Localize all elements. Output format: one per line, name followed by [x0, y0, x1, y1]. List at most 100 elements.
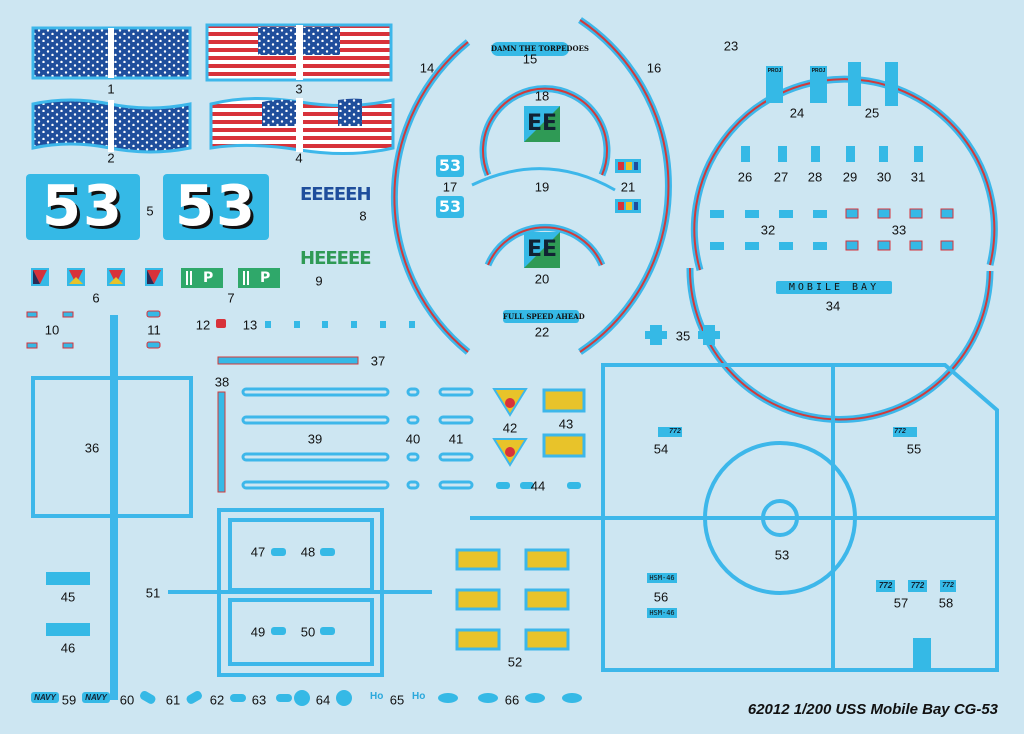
- label-60: 60: [119, 692, 135, 708]
- decal-marks-32-33: [710, 208, 954, 251]
- decal-marks-26-31: [741, 146, 923, 162]
- p-plate-7a: P: [203, 270, 214, 286]
- proj-label-24a: PROJ: [767, 68, 782, 74]
- decal-proj-labels-24-25: [766, 62, 898, 106]
- label-16: 16: [646, 60, 662, 76]
- decal-ribbons-21: [615, 159, 641, 213]
- label-9: 9: [315, 273, 323, 289]
- decal-stripes-37-41: [217, 356, 474, 493]
- decal-flag-union-wavy-2: [31, 98, 192, 154]
- helo-number-55: 772: [894, 428, 906, 435]
- label-51: 51: [145, 585, 161, 601]
- decal-flag-us-wavy-4: [209, 96, 395, 156]
- label-49: 49: [250, 624, 266, 640]
- label-65: 65: [389, 692, 405, 708]
- label-53: 53: [774, 547, 790, 563]
- decal-frame-53: [470, 363, 999, 672]
- label-50: 50: [300, 624, 316, 640]
- label-2: 2: [107, 150, 115, 166]
- hull-number-5b: 53: [163, 174, 269, 240]
- label-35: 35: [675, 328, 691, 344]
- label-5: 5: [146, 203, 154, 219]
- decal-ee-emblems-18-20: [524, 106, 560, 268]
- helo-squadron-56a: HSM-46: [647, 573, 677, 583]
- label-23: 23: [723, 38, 739, 54]
- label-19: 19: [534, 179, 550, 195]
- label-1: 1: [107, 81, 115, 97]
- e-row-9: HEEEEE: [300, 248, 372, 269]
- label-31: 31: [910, 169, 926, 185]
- label-46: 46: [60, 640, 76, 656]
- decal-bottom-row-59-66: [140, 690, 582, 706]
- label-47: 47: [250, 544, 266, 560]
- label-54: 54: [653, 441, 669, 457]
- label-43: 43: [558, 416, 574, 432]
- label-29: 29: [842, 169, 858, 185]
- label-32: 32: [760, 222, 776, 238]
- label-30: 30: [876, 169, 892, 185]
- label-42: 42: [502, 420, 518, 436]
- label-52: 52: [507, 654, 523, 670]
- label-62: 62: [209, 692, 225, 708]
- label-59: 59: [61, 692, 77, 708]
- label-27: 27: [773, 169, 789, 185]
- label-14: 14: [419, 60, 435, 76]
- label-10: 10: [44, 322, 60, 338]
- decal-hatch: [913, 638, 931, 670]
- banner-damn-the-torpedoes: DAMN THE TORPEDOES: [491, 44, 589, 53]
- label-17: 17: [442, 179, 458, 195]
- hull-number-17b: 53: [436, 196, 464, 218]
- label-15: 15: [522, 51, 538, 67]
- decal-shields-42-44: [492, 388, 586, 489]
- label-13: 13: [242, 317, 258, 333]
- label-58: 58: [938, 595, 954, 611]
- label-18: 18: [534, 88, 550, 104]
- p-plate-7b: P: [260, 270, 271, 286]
- hull-number-17a: 53: [436, 155, 464, 177]
- banner-top-bg: [491, 42, 569, 56]
- label-66: 66: [504, 692, 520, 708]
- decal-flag-us-3: [205, 23, 393, 82]
- decal-deck-arc-14-16: [390, 17, 672, 355]
- label-24: 24: [789, 105, 805, 121]
- label-57: 57: [893, 595, 909, 611]
- label-7: 7: [227, 290, 235, 306]
- label-40: 40: [405, 431, 421, 447]
- decal-signal-flags-6: [31, 268, 163, 286]
- banner-bottom-bg: [503, 310, 579, 323]
- decal-flag-union-1: [31, 26, 192, 80]
- helo-number-57b: 772: [908, 580, 927, 592]
- label-61: 61: [165, 692, 181, 708]
- decal-35: [645, 325, 720, 345]
- navy-59b: NAVY: [82, 692, 110, 703]
- label-11: 11: [147, 322, 161, 338]
- ho-65a: Ho: [370, 691, 384, 702]
- decal-frame-47-51: [168, 508, 432, 677]
- decal-frame-36: [31, 315, 193, 700]
- label-55: 55: [906, 441, 922, 457]
- helo-number-54: 772: [669, 428, 681, 435]
- label-12: 12: [195, 317, 211, 333]
- decal-marks-45-46: [46, 572, 90, 636]
- decal-small-marks-10-13: [26, 310, 415, 349]
- label-45: 45: [60, 589, 76, 605]
- decal-p-plates-7: [181, 268, 280, 288]
- banner-full-speed-ahead: FULL SPEED AHEAD: [503, 312, 585, 321]
- ee-letter-20: EE: [526, 237, 558, 262]
- mobile-bay-label: MOBILE BAY: [776, 281, 892, 294]
- proj-label-24b: PROJ: [811, 68, 826, 74]
- decal-marks-47-50: [271, 548, 335, 635]
- ee-letter-18: EE: [526, 111, 558, 136]
- label-4: 4: [295, 150, 303, 166]
- label-44: 44: [530, 478, 546, 494]
- label-21: 21: [620, 179, 636, 195]
- label-41: 41: [448, 431, 464, 447]
- label-22: 22: [534, 324, 550, 340]
- navy-59a: NAVY: [31, 692, 59, 703]
- label-26: 26: [737, 169, 753, 185]
- label-38: 38: [214, 374, 230, 390]
- hull-number-5a: 53: [26, 174, 140, 240]
- decal-helo-54-55: [658, 427, 917, 437]
- helo-number-58: 772: [940, 580, 956, 592]
- helo-squadron-56b: HSM-46: [647, 608, 677, 618]
